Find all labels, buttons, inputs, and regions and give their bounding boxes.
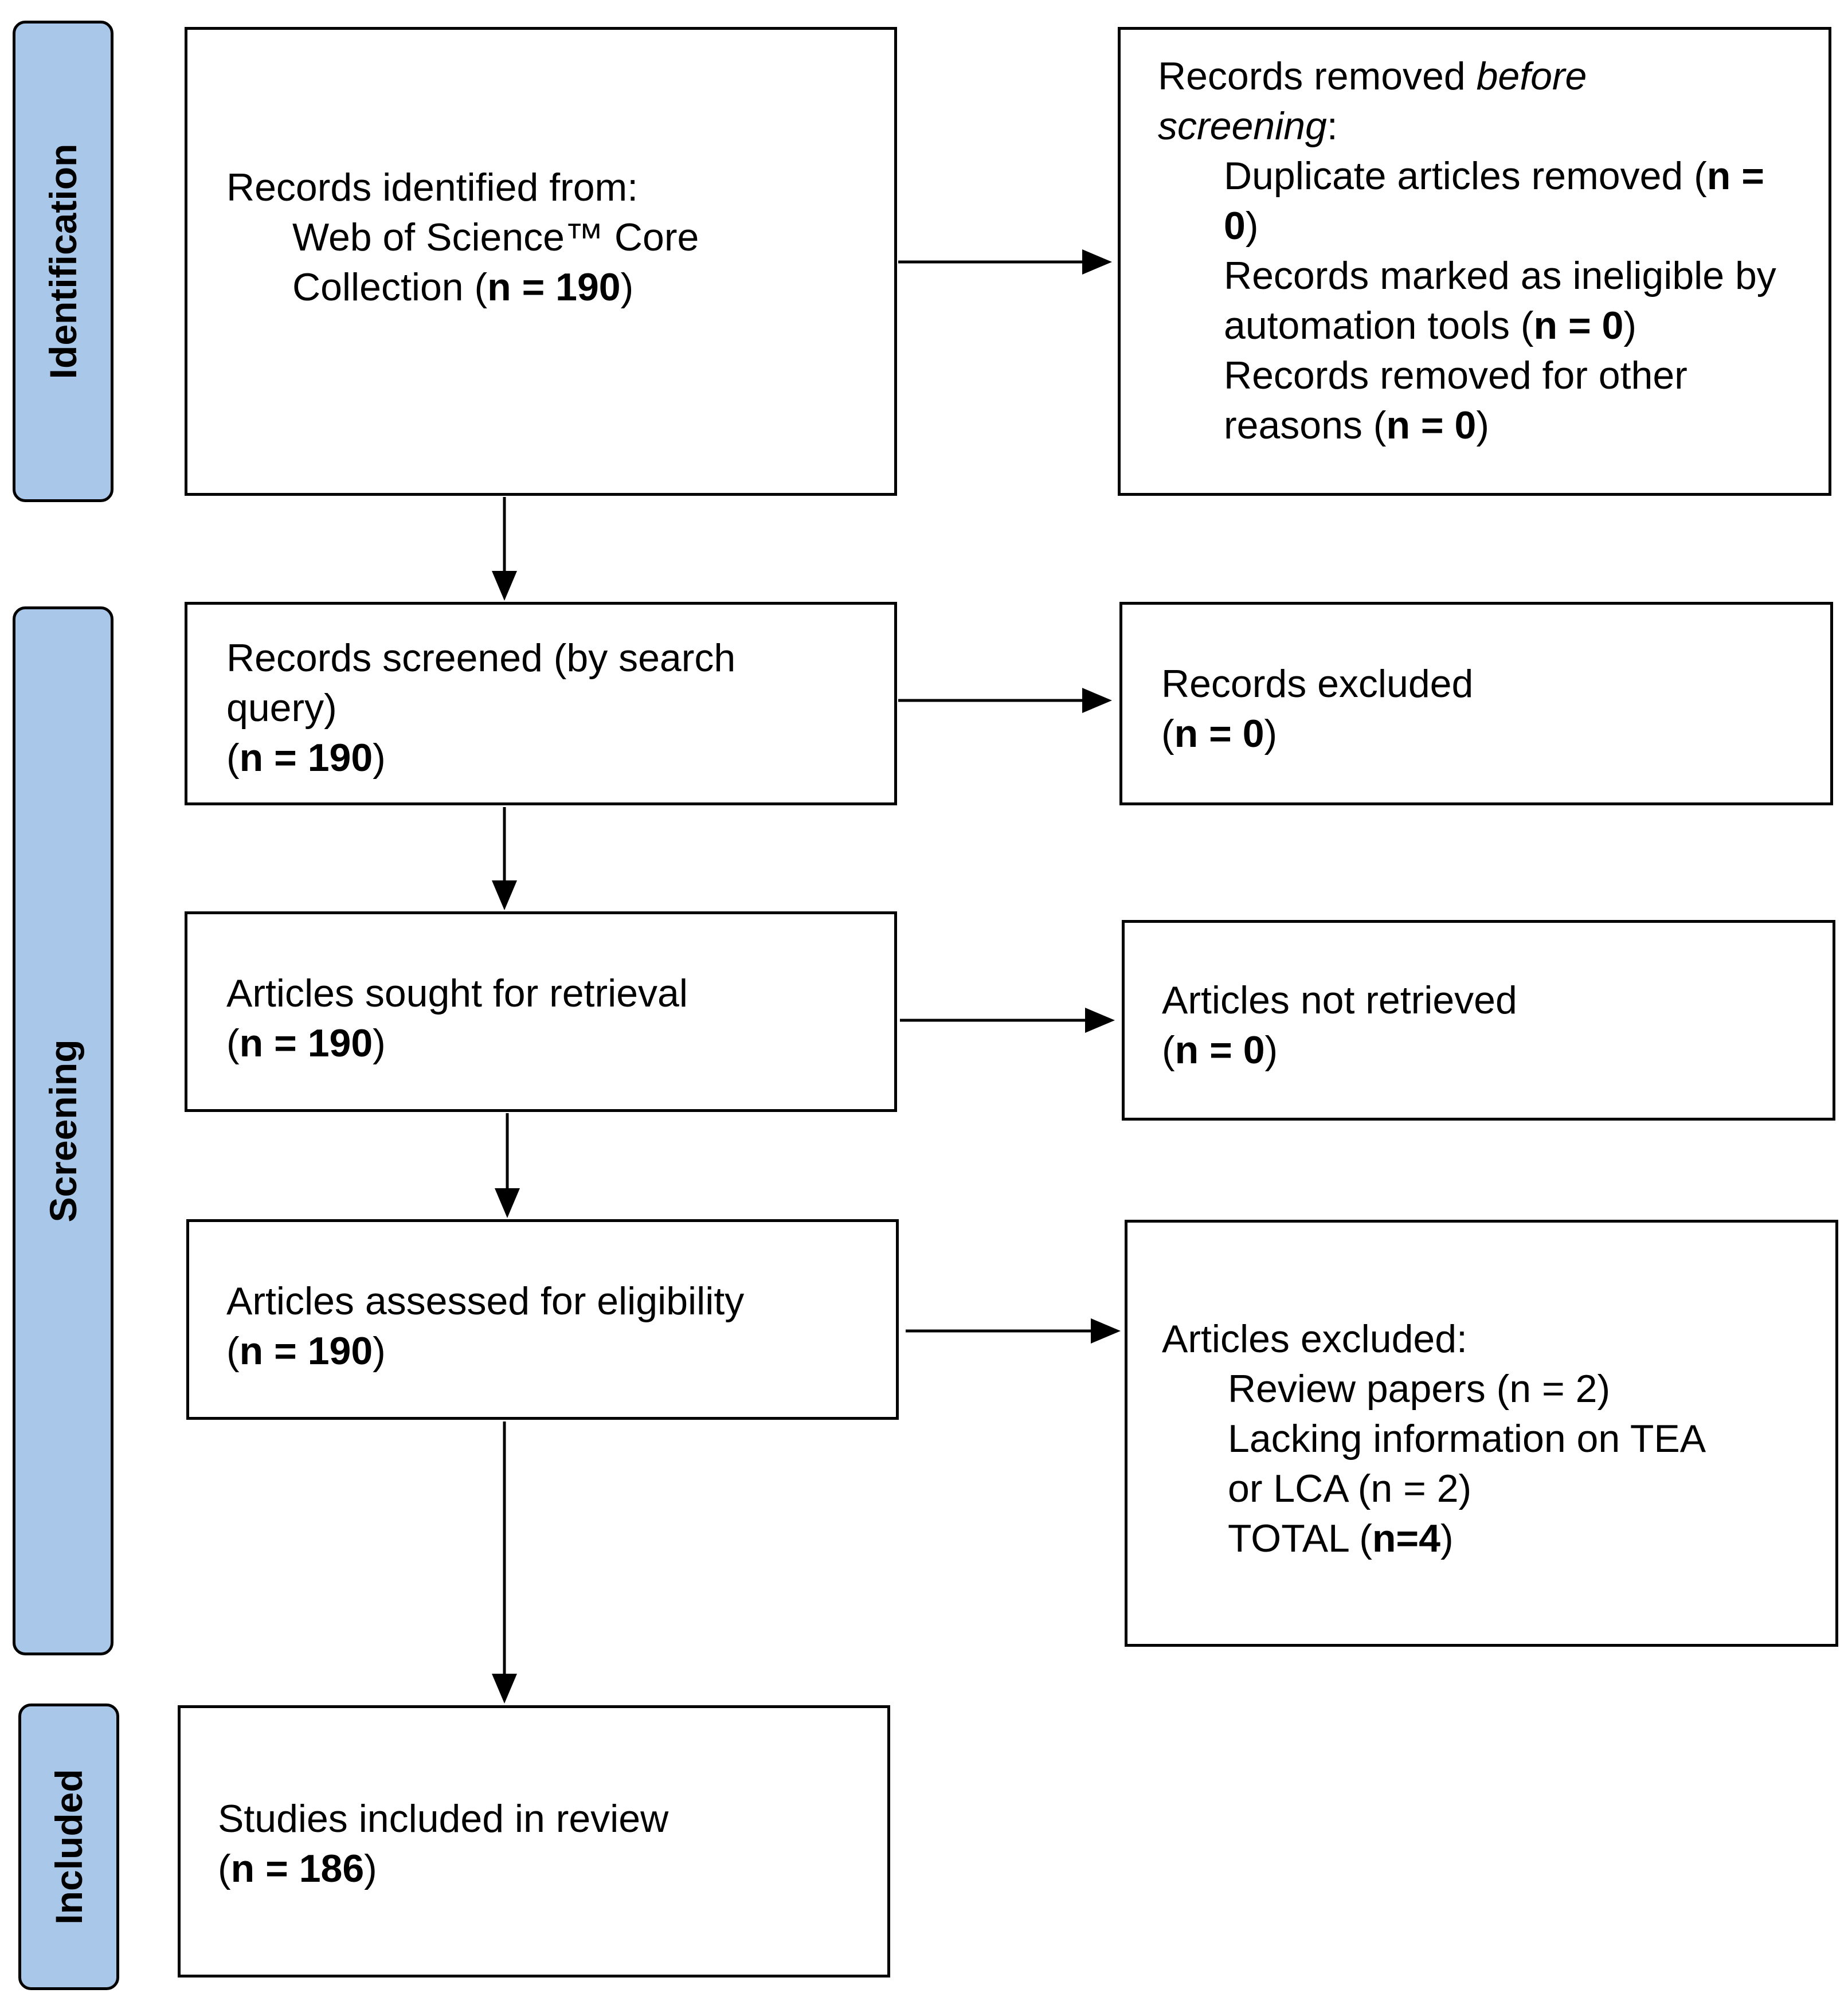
lacking-info-excluded: Lacking information on TEA [1228, 1417, 1706, 1460]
stage-included: Included [18, 1704, 119, 1990]
arrowhead-down-2 [492, 880, 517, 910]
articles-not-retrieved-label: Articles not retrieved [1162, 978, 1517, 1022]
arrowhead-right-4 [1091, 1318, 1121, 1344]
records-screened-box: Records screened (by search query) (n = … [185, 602, 897, 805]
studies-included-label: Studies included in review [218, 1797, 669, 1841]
records-excluded-label: Records excluded [1161, 662, 1474, 706]
articles-assessed-label: Articles assessed for eligibility [226, 1279, 745, 1323]
studies-included-box: Studies included in review (n = 186) [178, 1705, 890, 1977]
articles-excluded-heading: Articles excluded: [1162, 1317, 1467, 1361]
articles-sought-count: (n = 190) [226, 1021, 386, 1065]
arrowhead-right-2 [1082, 688, 1112, 713]
lacking-info-excluded-cont: or LCA (n = 2) [1228, 1467, 1472, 1510]
articles-not-retrieved-box: Articles not retrieved (n = 0) [1122, 920, 1835, 1121]
arrowhead-down-4 [492, 1674, 517, 1704]
records-identified-count: Collection (n = 190) [292, 265, 634, 309]
stage-identification: Identification [13, 21, 113, 502]
articles-excluded-total: TOTAL (n=4) [1228, 1517, 1454, 1560]
records-identified-box: Records identified from: Web of Science™… [185, 27, 897, 496]
arrowhead-down-3 [495, 1188, 520, 1218]
articles-not-retrieved-count: (n = 0) [1162, 1028, 1278, 1072]
records-excluded-count: (n = 0) [1161, 712, 1278, 755]
articles-sought-label: Articles sought for retrieval [226, 972, 688, 1015]
records-identified-heading: Records identified from: [226, 166, 639, 209]
articles-excluded-box: Articles excluded: Review papers (n = 2)… [1125, 1220, 1838, 1647]
arrowhead-right-1 [1082, 249, 1112, 275]
articles-assessed-count: (n = 190) [226, 1329, 386, 1373]
other-removed: Records removed for other reasons (n = 0… [1224, 354, 1688, 447]
ineligible-removed: Records marked as ineligible by automati… [1224, 254, 1776, 347]
articles-sought-box: Articles sought for retrieval (n = 190) [185, 911, 897, 1112]
records-removed-box: Records removed before screening: Duplic… [1118, 27, 1831, 496]
stage-screening: Screening [13, 606, 113, 1655]
records-screened-line1: Records screened (by search [226, 636, 736, 680]
records-excluded-box: Records excluded (n = 0) [1119, 602, 1833, 805]
records-removed-heading: Records removed before screening: [1158, 54, 1587, 148]
arrowhead-down-1 [492, 571, 517, 601]
duplicates-removed: Duplicate articles removed (n = 0) [1224, 154, 1764, 248]
records-screened-count: (n = 190) [226, 736, 386, 780]
studies-included-count: (n = 186) [218, 1847, 377, 1890]
records-identified-source: Web of Science™ Core [292, 216, 699, 259]
records-screened-line2: query) [226, 686, 337, 730]
articles-assessed-box: Articles assessed for eligibility (n = 1… [186, 1219, 899, 1420]
review-papers-excluded: Review papers (n = 2) [1228, 1367, 1611, 1411]
arrowhead-right-3 [1085, 1008, 1115, 1033]
